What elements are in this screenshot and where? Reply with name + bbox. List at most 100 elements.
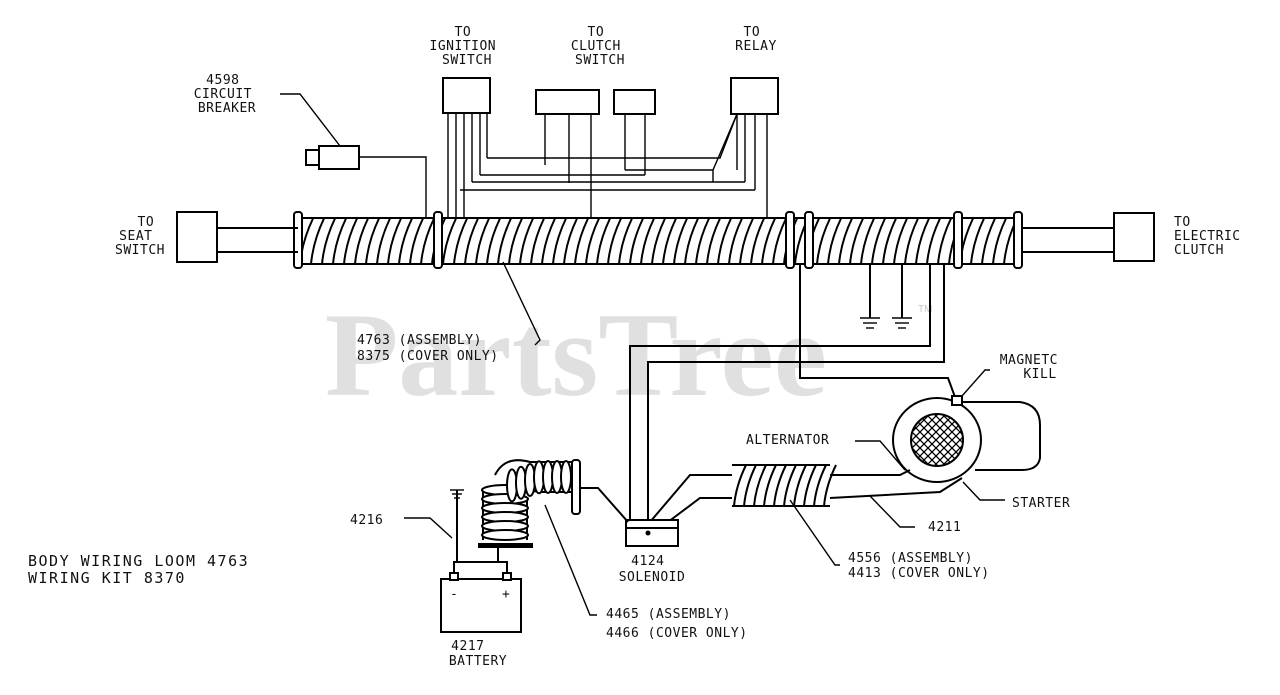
coil-winding [673, 217, 689, 265]
coil-winding [530, 217, 546, 265]
coil-winding [343, 217, 359, 265]
magneto-label: MAGNETC KILL [1000, 353, 1067, 382]
battery-loom-label: 4465 (ASSEMBLY) 4466 (COVER ONLY) [606, 607, 748, 641]
coil-winding [838, 217, 854, 265]
coil-winding [773, 464, 787, 507]
coil-winding [332, 217, 348, 265]
coil-winding [823, 464, 837, 507]
coil-winding [871, 217, 887, 265]
alternator-label: ALTERNATOR [746, 433, 829, 448]
seat-label: TO SEAT SWITCH [115, 215, 165, 258]
coil-winding [486, 217, 502, 265]
relay-label: TO RELAY [735, 25, 777, 54]
loom-clamp [1013, 211, 1023, 269]
loom-clamp [433, 211, 443, 269]
coil-winding [618, 217, 634, 265]
coil-winding [739, 217, 755, 265]
coil-winding [442, 217, 458, 265]
coil-winding [750, 217, 766, 265]
coil-winding [761, 217, 777, 265]
main-loom-leader [502, 261, 541, 346]
coil-winding [398, 217, 414, 265]
electric-clutch-label: TO ELECTRIC CLUTCH [1174, 215, 1249, 258]
coil-winding [695, 217, 711, 265]
coil-winding [904, 217, 920, 265]
coil-winding [662, 217, 678, 265]
watermark-text: PartsTree [325, 288, 827, 421]
ground-symbol [892, 317, 912, 329]
coil-winding [717, 217, 733, 265]
coil-winding [552, 217, 568, 265]
main-loom [293, 211, 1023, 269]
battery-loom-leader [544, 504, 597, 616]
coil-winding [783, 464, 797, 507]
coil-winding [453, 217, 469, 265]
coil-winding [607, 217, 623, 265]
engine-loom-label: 4556 (ASSEMBLY) 4413 (COVER ONLY) [848, 551, 990, 581]
engine-loom-leader [789, 499, 840, 566]
coil-winding [743, 464, 757, 507]
starter-label: STARTER [1012, 496, 1070, 511]
coil-winding [310, 217, 326, 265]
coil-winding [849, 217, 865, 265]
coil-winding [420, 217, 436, 265]
watermark-trademark: TM [918, 304, 932, 315]
coil-winding [475, 217, 491, 265]
loom-clamp [804, 211, 814, 269]
ground-symbol [860, 317, 880, 329]
diagram-title: BODY WIRING LOOM 4763 WIRING KIT 8370 [28, 552, 260, 587]
wire-4216-label: 4216 [350, 513, 383, 528]
magneto-leader [961, 369, 990, 397]
wire-4211-label: 4211 [928, 520, 961, 535]
coil-winding [541, 217, 557, 265]
coil-winding [728, 217, 744, 265]
solenoid [625, 519, 679, 547]
coil-winding [508, 217, 524, 265]
coil-winding [354, 217, 370, 265]
coil-winding [376, 217, 392, 265]
clutch-switch-connector [535, 89, 656, 218]
coil-winding [733, 464, 747, 507]
electric-clutch-connector [1022, 212, 1155, 262]
coil-winding [816, 217, 832, 265]
ignition-switch-connector [442, 77, 491, 218]
battery-plus: + [502, 587, 510, 602]
coil-winding [497, 217, 513, 265]
solenoid-label: 4124 SOLENOID [619, 554, 686, 585]
coil-winding [640, 217, 656, 265]
coil-winding [563, 217, 579, 265]
watermark: PartsTree TM [325, 288, 932, 421]
circuit-breaker [280, 93, 427, 218]
engine-loom-coils [733, 464, 837, 507]
coil-winding [684, 217, 700, 265]
loom-clamp [785, 211, 795, 269]
wire-4211-leader [869, 495, 915, 528]
coil-winding [803, 464, 817, 507]
engine [892, 395, 1041, 483]
alternator-leader [855, 440, 906, 471]
coil-winding [860, 217, 876, 265]
battery-label: 4217 BATTERY [449, 639, 507, 669]
coil-winding [992, 217, 1008, 265]
coil-winding [481, 529, 529, 541]
coil-winding [596, 217, 612, 265]
coil-winding [753, 464, 767, 507]
main-loom-coils [299, 217, 1019, 265]
coil-winding [321, 217, 337, 265]
seat-switch-connector [176, 211, 298, 263]
coil-winding [464, 217, 480, 265]
coil-winding [882, 217, 898, 265]
breaker-label: 4598 CIRCUIT BREAKER [194, 73, 261, 116]
battery-loom-coils [481, 460, 572, 541]
coil-winding [981, 217, 997, 265]
lower-harness-wires [629, 264, 956, 522]
coil-winding [772, 217, 788, 265]
battery-minus: - [450, 587, 458, 602]
coil-winding [827, 217, 843, 265]
coil-winding [813, 464, 827, 507]
loom-clamp [293, 211, 303, 269]
coil-winding [387, 217, 403, 265]
coil-winding [365, 217, 381, 265]
coil-winding [763, 464, 777, 507]
